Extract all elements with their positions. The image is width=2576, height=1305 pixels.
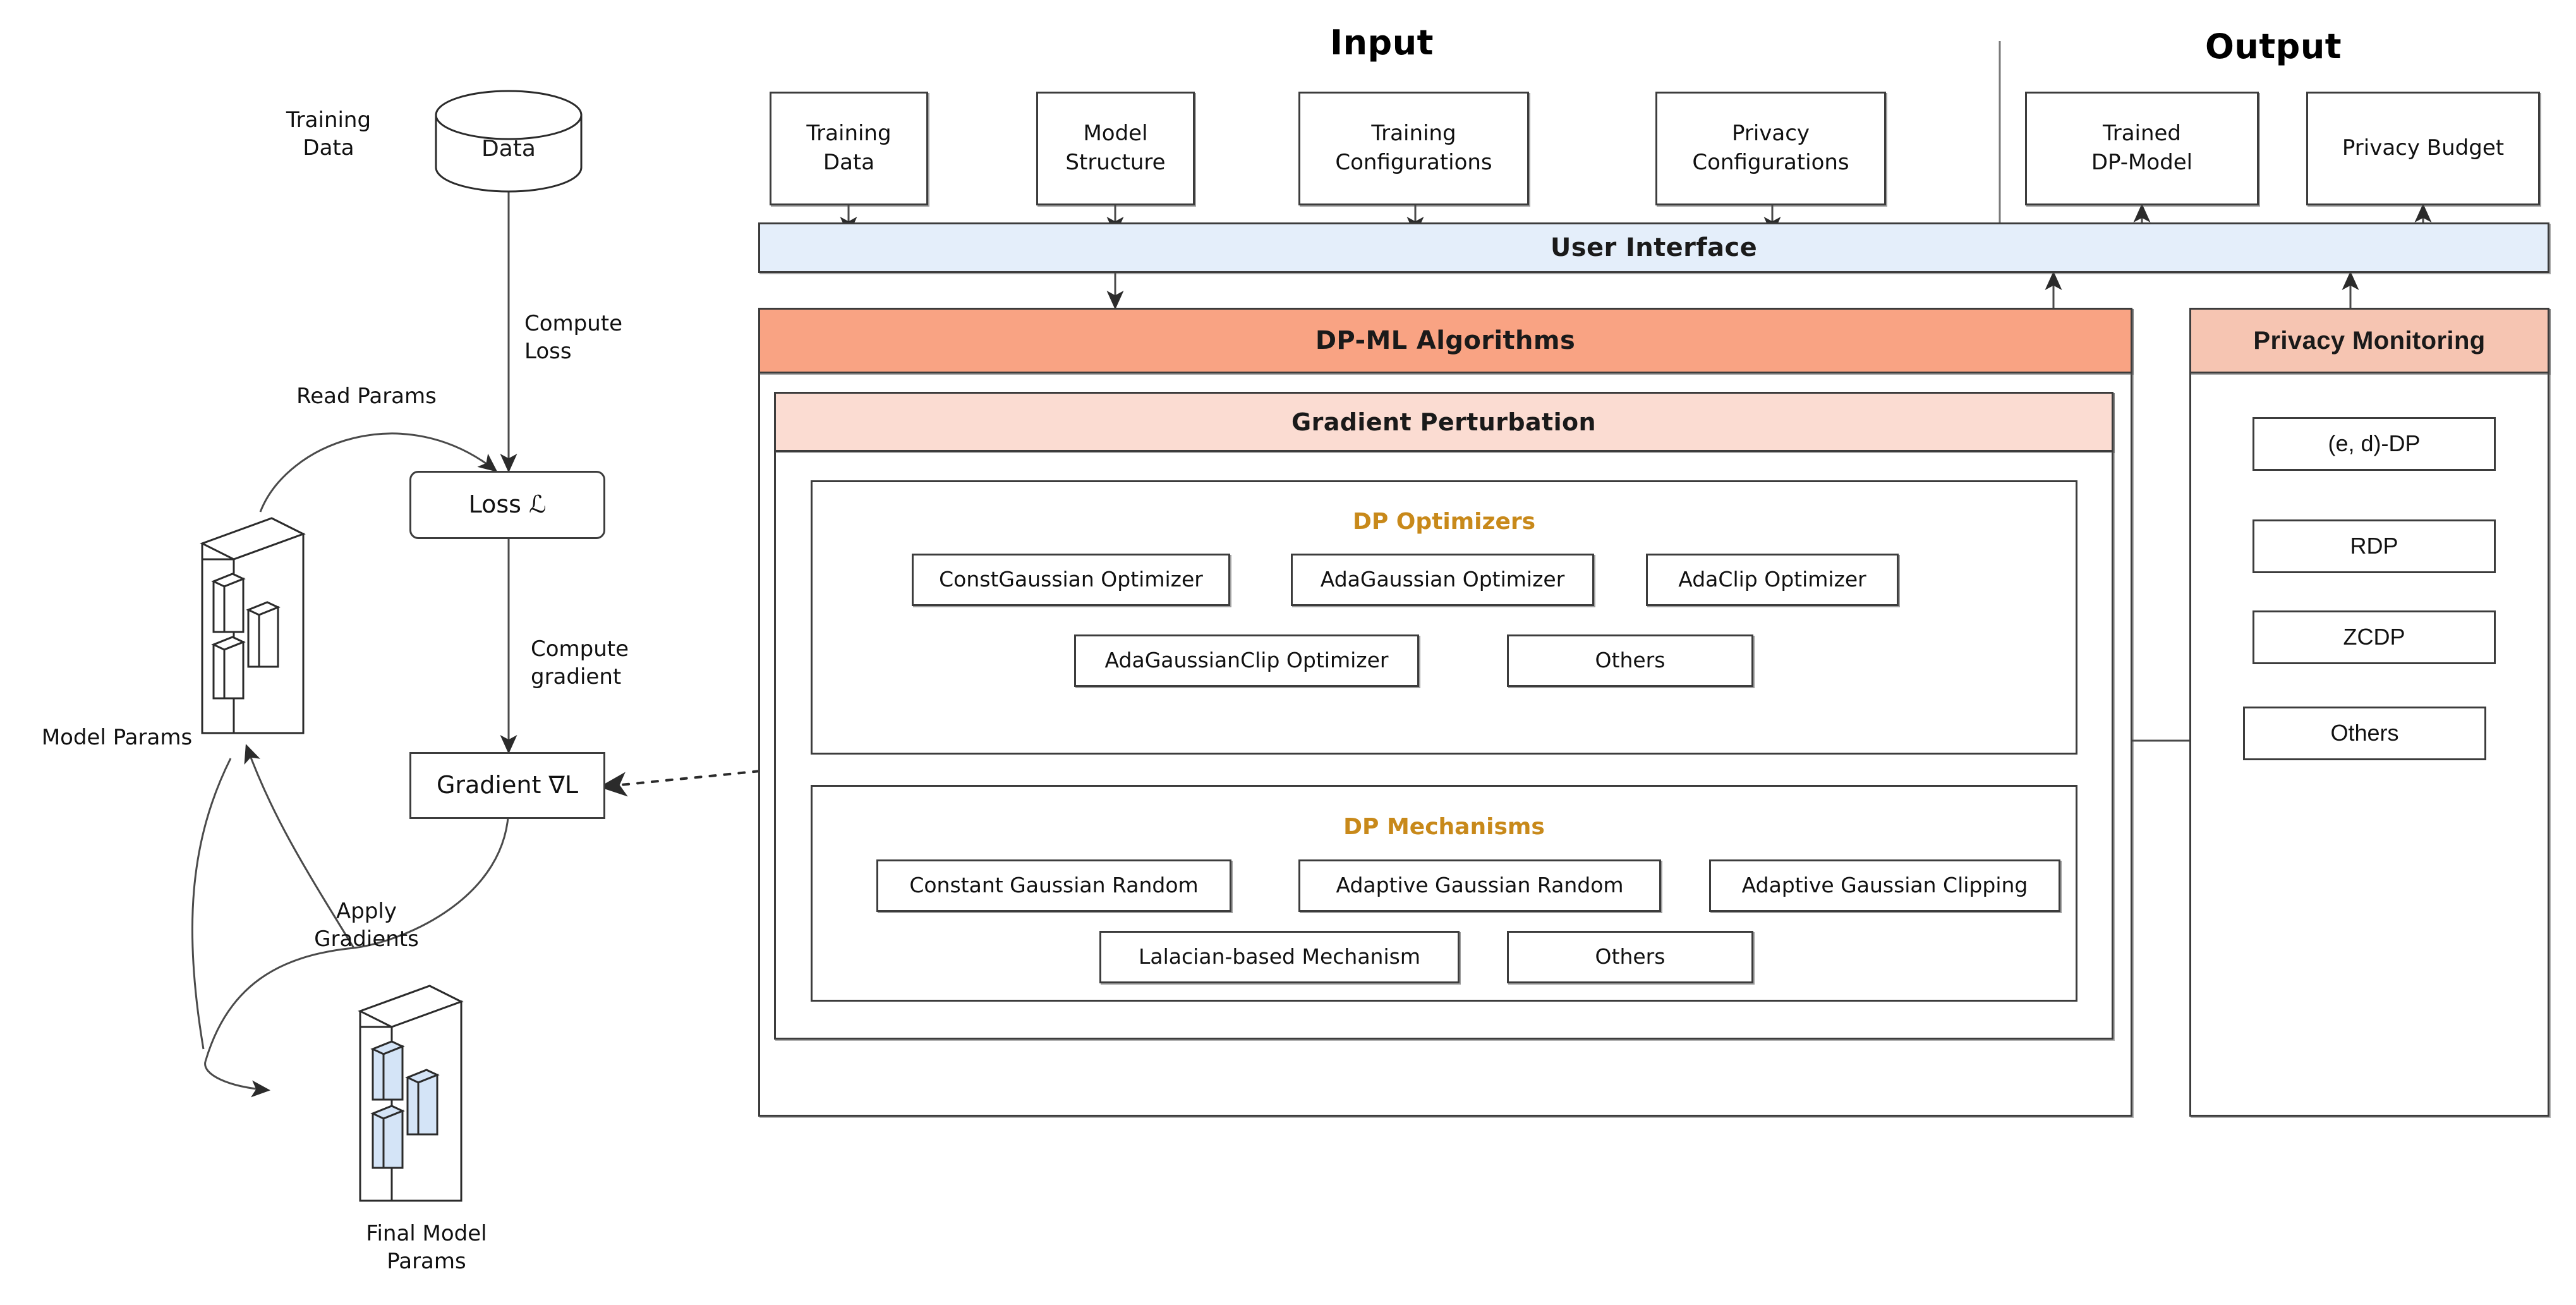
output-title: Output <box>2205 27 2342 66</box>
dp-mechanism-label: Constant Gaussian Random <box>909 873 1199 898</box>
loss-node[interactable]: Loss ℒ <box>409 471 605 539</box>
dp-optimizer-adaclip[interactable]: AdaClip Optimizer <box>1646 554 1899 606</box>
read-params-caption: Read Params <box>296 384 437 409</box>
output-box-label: Trained DP-Model <box>2091 121 2193 175</box>
dp-mechanisms-title: DP Mechanisms <box>1343 814 1545 840</box>
input-box-model-structure[interactable]: Model Structure <box>1036 92 1195 205</box>
gradient-perturbation-header: Gradient Perturbation <box>774 392 2113 452</box>
output-box-trained-dp-model[interactable]: Trained DP-Model <box>2025 92 2259 205</box>
input-box-training-data[interactable]: Training Data <box>770 92 928 205</box>
input-box-training-configurations[interactable]: Training Configurations <box>1298 92 1529 205</box>
privacy-monitoring-item-others[interactable]: Others <box>2243 707 2486 760</box>
gradient-perturbation-header-label: Gradient Perturbation <box>1291 408 1596 436</box>
user-interface-label: User Interface <box>1550 233 1758 262</box>
dp-mechanism-label: Adaptive Gaussian Clipping <box>1741 873 2028 898</box>
model-params-3d <box>200 517 306 734</box>
model-params-caption: Model Params <box>41 725 193 750</box>
apply-gradients-caption: Apply Gradients <box>314 899 419 952</box>
dp-optimizer-label: Others <box>1595 648 1666 673</box>
dp-mechanism-others[interactable]: Others <box>1507 931 1753 983</box>
dp-mechanism-lalacian-based[interactable]: Lalacian-based Mechanism <box>1099 931 1460 983</box>
input-box-label: Training Data <box>806 121 892 175</box>
dp-mechanism-label: Lalacian-based Mechanism <box>1139 944 1420 969</box>
dp-optimizer-label: ConstGaussian Optimizer <box>939 567 1203 592</box>
gradient-node[interactable]: Gradient ∇L <box>409 752 605 819</box>
privacy-monitoring-header: Privacy Monitoring <box>2189 308 2549 373</box>
privacy-monitoring-item-label: RDP <box>2350 533 2398 559</box>
dp-mechanism-constant-gaussian-random[interactable]: Constant Gaussian Random <box>876 859 1231 912</box>
dpml-algorithms-header: DP-ML Algorithms <box>758 308 2132 373</box>
dp-mechanism-adaptive-gaussian-clipping[interactable]: Adaptive Gaussian Clipping <box>1709 859 2060 912</box>
dp-optimizer-label: AdaGaussianClip Optimizer <box>1104 648 1389 673</box>
dp-mechanism-adaptive-gaussian-random[interactable]: Adaptive Gaussian Random <box>1298 859 1661 912</box>
privacy-monitoring-item-e-d-dp[interactable]: (e, d)-DP <box>2252 417 2496 471</box>
input-box-label: Privacy Configurations <box>1692 121 1849 175</box>
output-box-label: Privacy Budget <box>2342 135 2505 161</box>
privacy-monitoring-item-zcdp[interactable]: ZCDP <box>2252 610 2496 664</box>
input-box-label: Model Structure <box>1065 121 1166 175</box>
dp-optimizer-constgaussian[interactable]: ConstGaussian Optimizer <box>912 554 1230 606</box>
privacy-monitoring-item-label: ZCDP <box>2343 624 2405 650</box>
input-title: Input <box>1330 23 1434 63</box>
dp-mechanism-label: Adaptive Gaussian Random <box>1336 873 1624 898</box>
user-interface-bar[interactable]: User Interface <box>758 222 2549 273</box>
dp-optimizer-others[interactable]: Others <box>1507 634 1753 687</box>
training-data-caption: Training Data <box>286 107 372 161</box>
dp-mechanism-label: Others <box>1595 944 1666 969</box>
data-cylinder-label: Data <box>481 136 536 162</box>
compute-loss-caption: Compute Loss <box>524 311 623 365</box>
dp-optimizer-adagaussianclip[interactable]: AdaGaussianClip Optimizer <box>1074 634 1419 687</box>
dp-optimizer-adagaussian[interactable]: AdaGaussian Optimizer <box>1291 554 1594 606</box>
privacy-monitoring-item-label: (e, d)-DP <box>2328 430 2421 457</box>
input-box-privacy-configurations[interactable]: Privacy Configurations <box>1655 92 1886 205</box>
dp-optimizer-label: AdaGaussian Optimizer <box>1320 567 1565 592</box>
dp-optimizers-title: DP Optimizers <box>1352 509 1536 535</box>
privacy-monitoring-item-label: Others <box>2330 720 2399 746</box>
dp-optimizers-container <box>811 480 2077 755</box>
compute-gradient-caption: Compute gradient <box>531 636 629 690</box>
dpml-algorithms-header-label: DP-ML Algorithms <box>1315 326 1576 355</box>
input-box-label: Training Configurations <box>1335 121 1492 175</box>
dp-optimizer-label: AdaClip Optimizer <box>1678 567 1866 592</box>
final-model-params-3d <box>358 985 464 1202</box>
privacy-monitoring-header-label: Privacy Monitoring <box>2253 326 2486 355</box>
privacy-monitoring-item-rdp[interactable]: RDP <box>2252 519 2496 573</box>
final-model-params-caption: Final Model Params <box>366 1221 487 1275</box>
gradient-node-label: Gradient ∇L <box>436 771 579 799</box>
output-box-privacy-budget[interactable]: Privacy Budget <box>2306 92 2540 205</box>
loss-node-label: Loss ℒ <box>468 490 547 519</box>
